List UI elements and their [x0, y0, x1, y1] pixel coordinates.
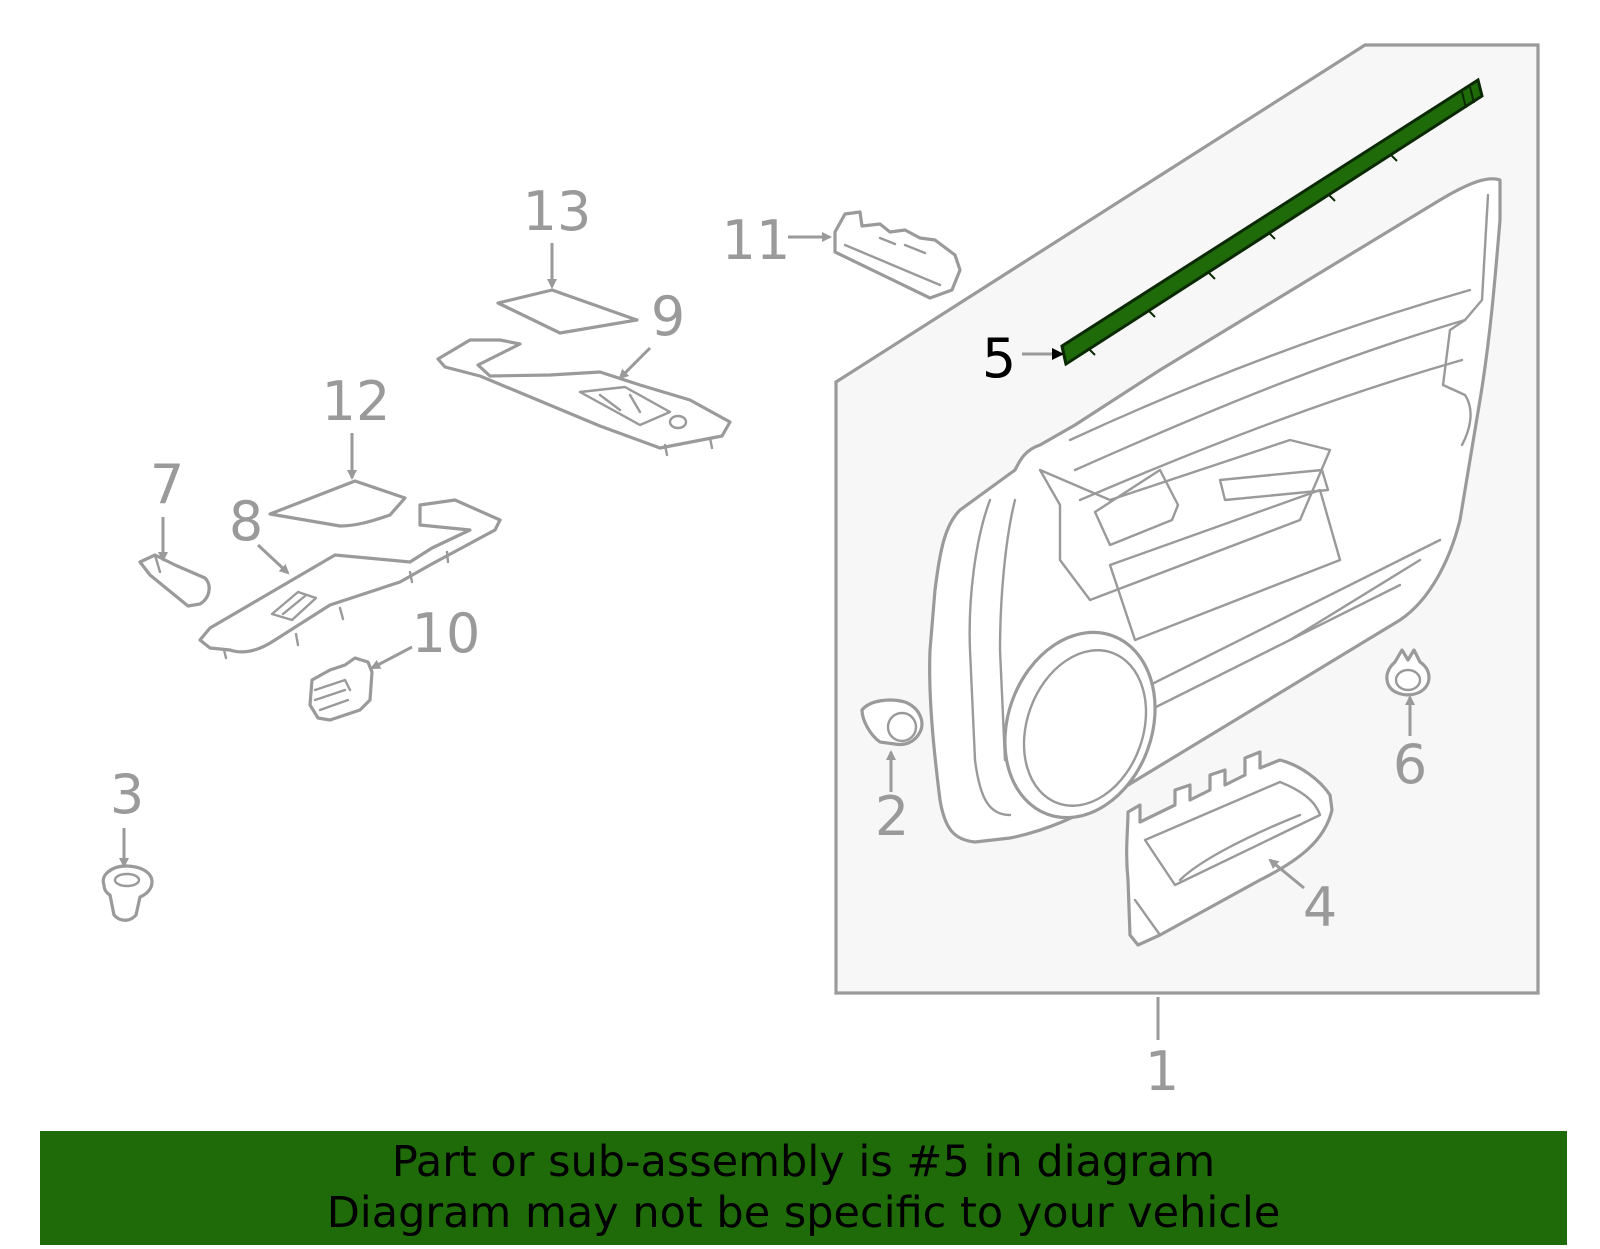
info-banner: Part or sub-assembly is #5 in diagram Di…: [40, 1131, 1567, 1245]
leader-8: [256, 543, 290, 575]
callout-6: 6: [1393, 733, 1427, 796]
part-12-bezel: [268, 479, 407, 528]
part-2-clip: [860, 698, 924, 747]
callout-12: 12: [322, 370, 391, 433]
callout-10: 10: [412, 602, 481, 665]
callout-4: 4: [1303, 876, 1337, 939]
callout-3: 3: [110, 763, 144, 826]
banner-line-2: Diagram may not be specific to your vehi…: [326, 1188, 1281, 1238]
callout-7: 7: [150, 453, 184, 516]
callout-11: 11: [722, 209, 791, 272]
door-trim-panel: [928, 177, 1502, 844]
part-8-switch-panel: [198, 498, 502, 660]
part-9-switch-panel: [436, 338, 732, 457]
leader-10: [370, 645, 413, 670]
part-11-switch: [833, 210, 962, 300]
part-5-weatherstrip: [1060, 77, 1484, 367]
part-4-pocket: [1125, 750, 1334, 947]
part-7-trim: [138, 553, 211, 608]
part-3-clip: [101, 864, 154, 922]
part-10-switch: [308, 656, 374, 722]
part-13-bezel: [496, 288, 639, 335]
part-6-clip: [1385, 648, 1431, 697]
leader-9: [618, 346, 652, 380]
callout-9: 9: [651, 285, 685, 348]
banner-line-1: Part or sub-assembly is #5 in diagram: [391, 1137, 1216, 1187]
callout-1: 1: [1145, 1040, 1179, 1103]
leader-4: [1268, 858, 1305, 890]
callout-8: 8: [229, 490, 263, 553]
callout-5: 5: [982, 327, 1016, 390]
callout-2: 2: [875, 785, 909, 848]
callout-13: 13: [523, 180, 592, 243]
